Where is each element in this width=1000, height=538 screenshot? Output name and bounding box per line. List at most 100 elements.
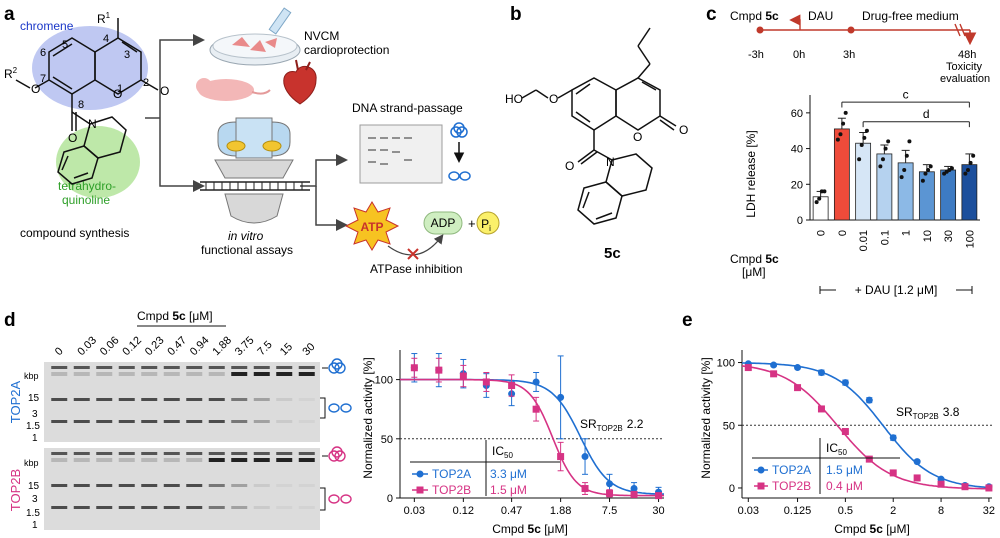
gel-top2a	[44, 362, 320, 442]
gel-well	[51, 452, 68, 455]
e-legend-top2b: TOP2B	[772, 479, 811, 493]
c-ylabel: LDH release [%]	[744, 130, 758, 217]
gel-well	[276, 452, 293, 455]
gel-band-decatenated	[298, 506, 315, 509]
topoisomerase-icon	[200, 117, 310, 224]
gel-band-decatenated	[298, 420, 315, 423]
c-datapoint	[886, 139, 891, 144]
top2b-point	[581, 485, 589, 493]
gel-band-decatenated	[253, 420, 270, 423]
xtick-label: 7.5	[602, 505, 617, 517]
c-bar	[833, 128, 850, 221]
xtick-label: 2	[890, 505, 896, 517]
atpase-inhibition: ATPase inhibition	[370, 262, 463, 276]
c-ytick-label: 20	[791, 179, 803, 191]
catenated-dna-icon	[450, 122, 468, 138]
gel-band-decatenated	[96, 484, 113, 487]
c-xtick-label: 0	[816, 230, 828, 236]
c-datapoint	[902, 168, 907, 172]
gel-band-decatenated	[141, 420, 158, 423]
gel-band-decatenated	[96, 506, 113, 509]
gel-header: Cmpd 5c [μM]	[137, 309, 213, 323]
top2a-fit-curve	[742, 362, 993, 489]
gel-band-decatenated	[73, 506, 90, 509]
d-xlabel: Cmpd 5c [μM]	[492, 522, 568, 536]
c-bar	[940, 169, 957, 221]
c-xtick-label: 10	[922, 230, 934, 242]
gel-band-decatenated	[96, 420, 113, 423]
c-datapoint	[878, 164, 883, 169]
e-legend-top2b-ic50: 0.4 μM	[826, 479, 863, 493]
top2a-point	[865, 396, 873, 404]
top2b-point	[557, 453, 565, 461]
gel-well	[73, 452, 90, 455]
n-atom-b: N	[606, 155, 615, 169]
gel-band-catenated	[118, 458, 135, 462]
c-xrow-label: Cmpd 5c	[730, 252, 779, 266]
ytick-label: 100	[717, 358, 735, 370]
gel-well	[208, 366, 225, 369]
d-legend-top2b: TOP2B	[432, 483, 471, 497]
top2b-point	[865, 455, 873, 463]
gel-band-decatenated	[276, 398, 293, 401]
invitro-line1: in vitro	[228, 229, 264, 243]
top2b-point	[937, 480, 945, 488]
c-datapoint	[857, 157, 862, 162]
svg-text:48h: 48h	[958, 49, 976, 61]
gel-well	[186, 452, 203, 455]
adp-pill: ADP	[423, 211, 463, 235]
top2a-point	[606, 480, 614, 488]
gel-band-decatenated	[163, 484, 180, 487]
concentration-label: 0	[53, 345, 66, 358]
gel-bands	[51, 366, 315, 509]
concentration-label: 0.47	[165, 334, 189, 358]
c-datapoint	[883, 146, 888, 151]
gel-band-decatenated	[73, 398, 90, 401]
gel-band-catenated	[186, 458, 203, 462]
e-ylabel: Normalized activity [%]	[699, 357, 713, 478]
panel-b: b HO O O O O N	[505, 4, 688, 262]
panel-c: c Cmpd 5c DAU Drug-free medium -3h 0h 3h…	[706, 4, 990, 297]
xtick-label: 0.12	[453, 505, 474, 517]
ring-numbers: 1 2 3 4 5 6 7 8	[40, 33, 149, 111]
top2b-point	[889, 469, 897, 477]
gel-well	[51, 366, 68, 369]
gel-well	[96, 366, 113, 369]
c-datapoint	[965, 168, 970, 172]
pi-circle: Pi	[476, 211, 500, 235]
gel-well	[118, 452, 135, 455]
ring-o-b: O	[633, 130, 642, 144]
xtick-label: 30	[652, 505, 664, 517]
gel-well	[163, 452, 180, 455]
c-sig-label-c: c	[903, 88, 909, 102]
gel-band-decatenated	[163, 506, 180, 509]
gel-band-catenated	[208, 458, 225, 462]
svg-text:3: 3	[32, 494, 38, 505]
d-legend-top2b-ic50: 1.5 μM	[490, 483, 527, 497]
top2a-gel-label: TOP2A	[8, 380, 23, 423]
compound-synthesis: compound synthesis	[20, 226, 129, 240]
top2b-point	[508, 382, 516, 390]
top2b-point	[532, 405, 540, 413]
gel-well	[231, 452, 248, 455]
svg-text:15: 15	[28, 393, 40, 404]
gel-band-catenated	[186, 372, 203, 376]
gel-band-decatenated	[253, 484, 270, 487]
gel-band-catenated	[96, 372, 113, 376]
gel-band-catenated	[96, 458, 113, 462]
concentration-label: 7.5	[255, 339, 274, 358]
panel-d-label: d	[4, 310, 16, 331]
gel-band-decatenated	[186, 484, 203, 487]
c-datapoint	[920, 178, 925, 183]
svg-text:15: 15	[28, 481, 40, 492]
heart-icon	[283, 59, 317, 105]
top2b-point	[985, 484, 993, 492]
top2b-fit-curve	[400, 378, 664, 497]
gel-band-catenated	[73, 372, 90, 376]
svg-text:ADP: ADP	[431, 216, 456, 230]
concentration-label: 0.94	[188, 334, 212, 358]
c-datapoint	[926, 168, 931, 172]
panel-b-label: b	[510, 4, 522, 25]
top2b-point	[435, 366, 443, 374]
